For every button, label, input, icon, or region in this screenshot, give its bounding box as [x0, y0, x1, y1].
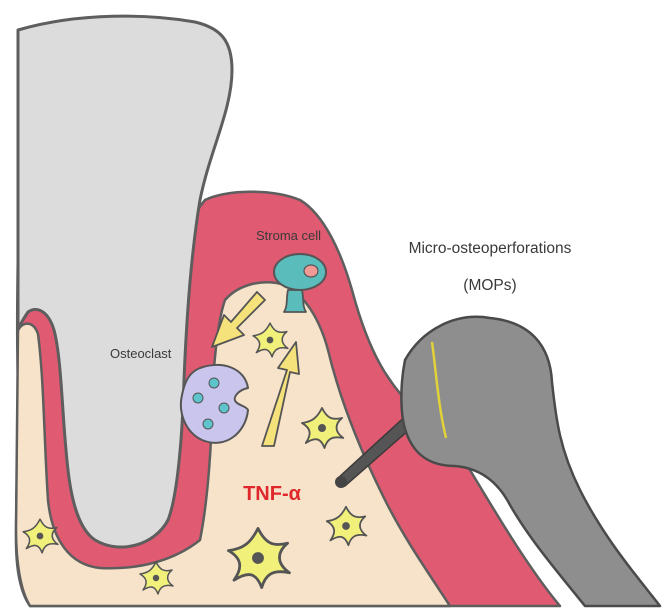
mops-device — [335, 315, 662, 608]
osteoclast-cell — [180, 363, 249, 444]
device-band — [430, 341, 448, 439]
signal-arrows — [211, 291, 300, 447]
arrow-to-osteoclast-icon — [211, 291, 266, 348]
device-body — [400, 315, 662, 608]
mops-title: Micro-osteoperforations — [409, 240, 572, 257]
stroma-cell-label: Stroma cell — [256, 228, 321, 243]
arrow-upward-icon — [261, 341, 300, 447]
mops-abbreviation: (MOPs) — [463, 277, 516, 294]
tooth — [16, 14, 234, 549]
osteoclast-label: Osteoclast — [110, 346, 172, 361]
stroma-cell — [273, 253, 327, 313]
tnf-alpha-label: TNF-α — [243, 483, 302, 505]
